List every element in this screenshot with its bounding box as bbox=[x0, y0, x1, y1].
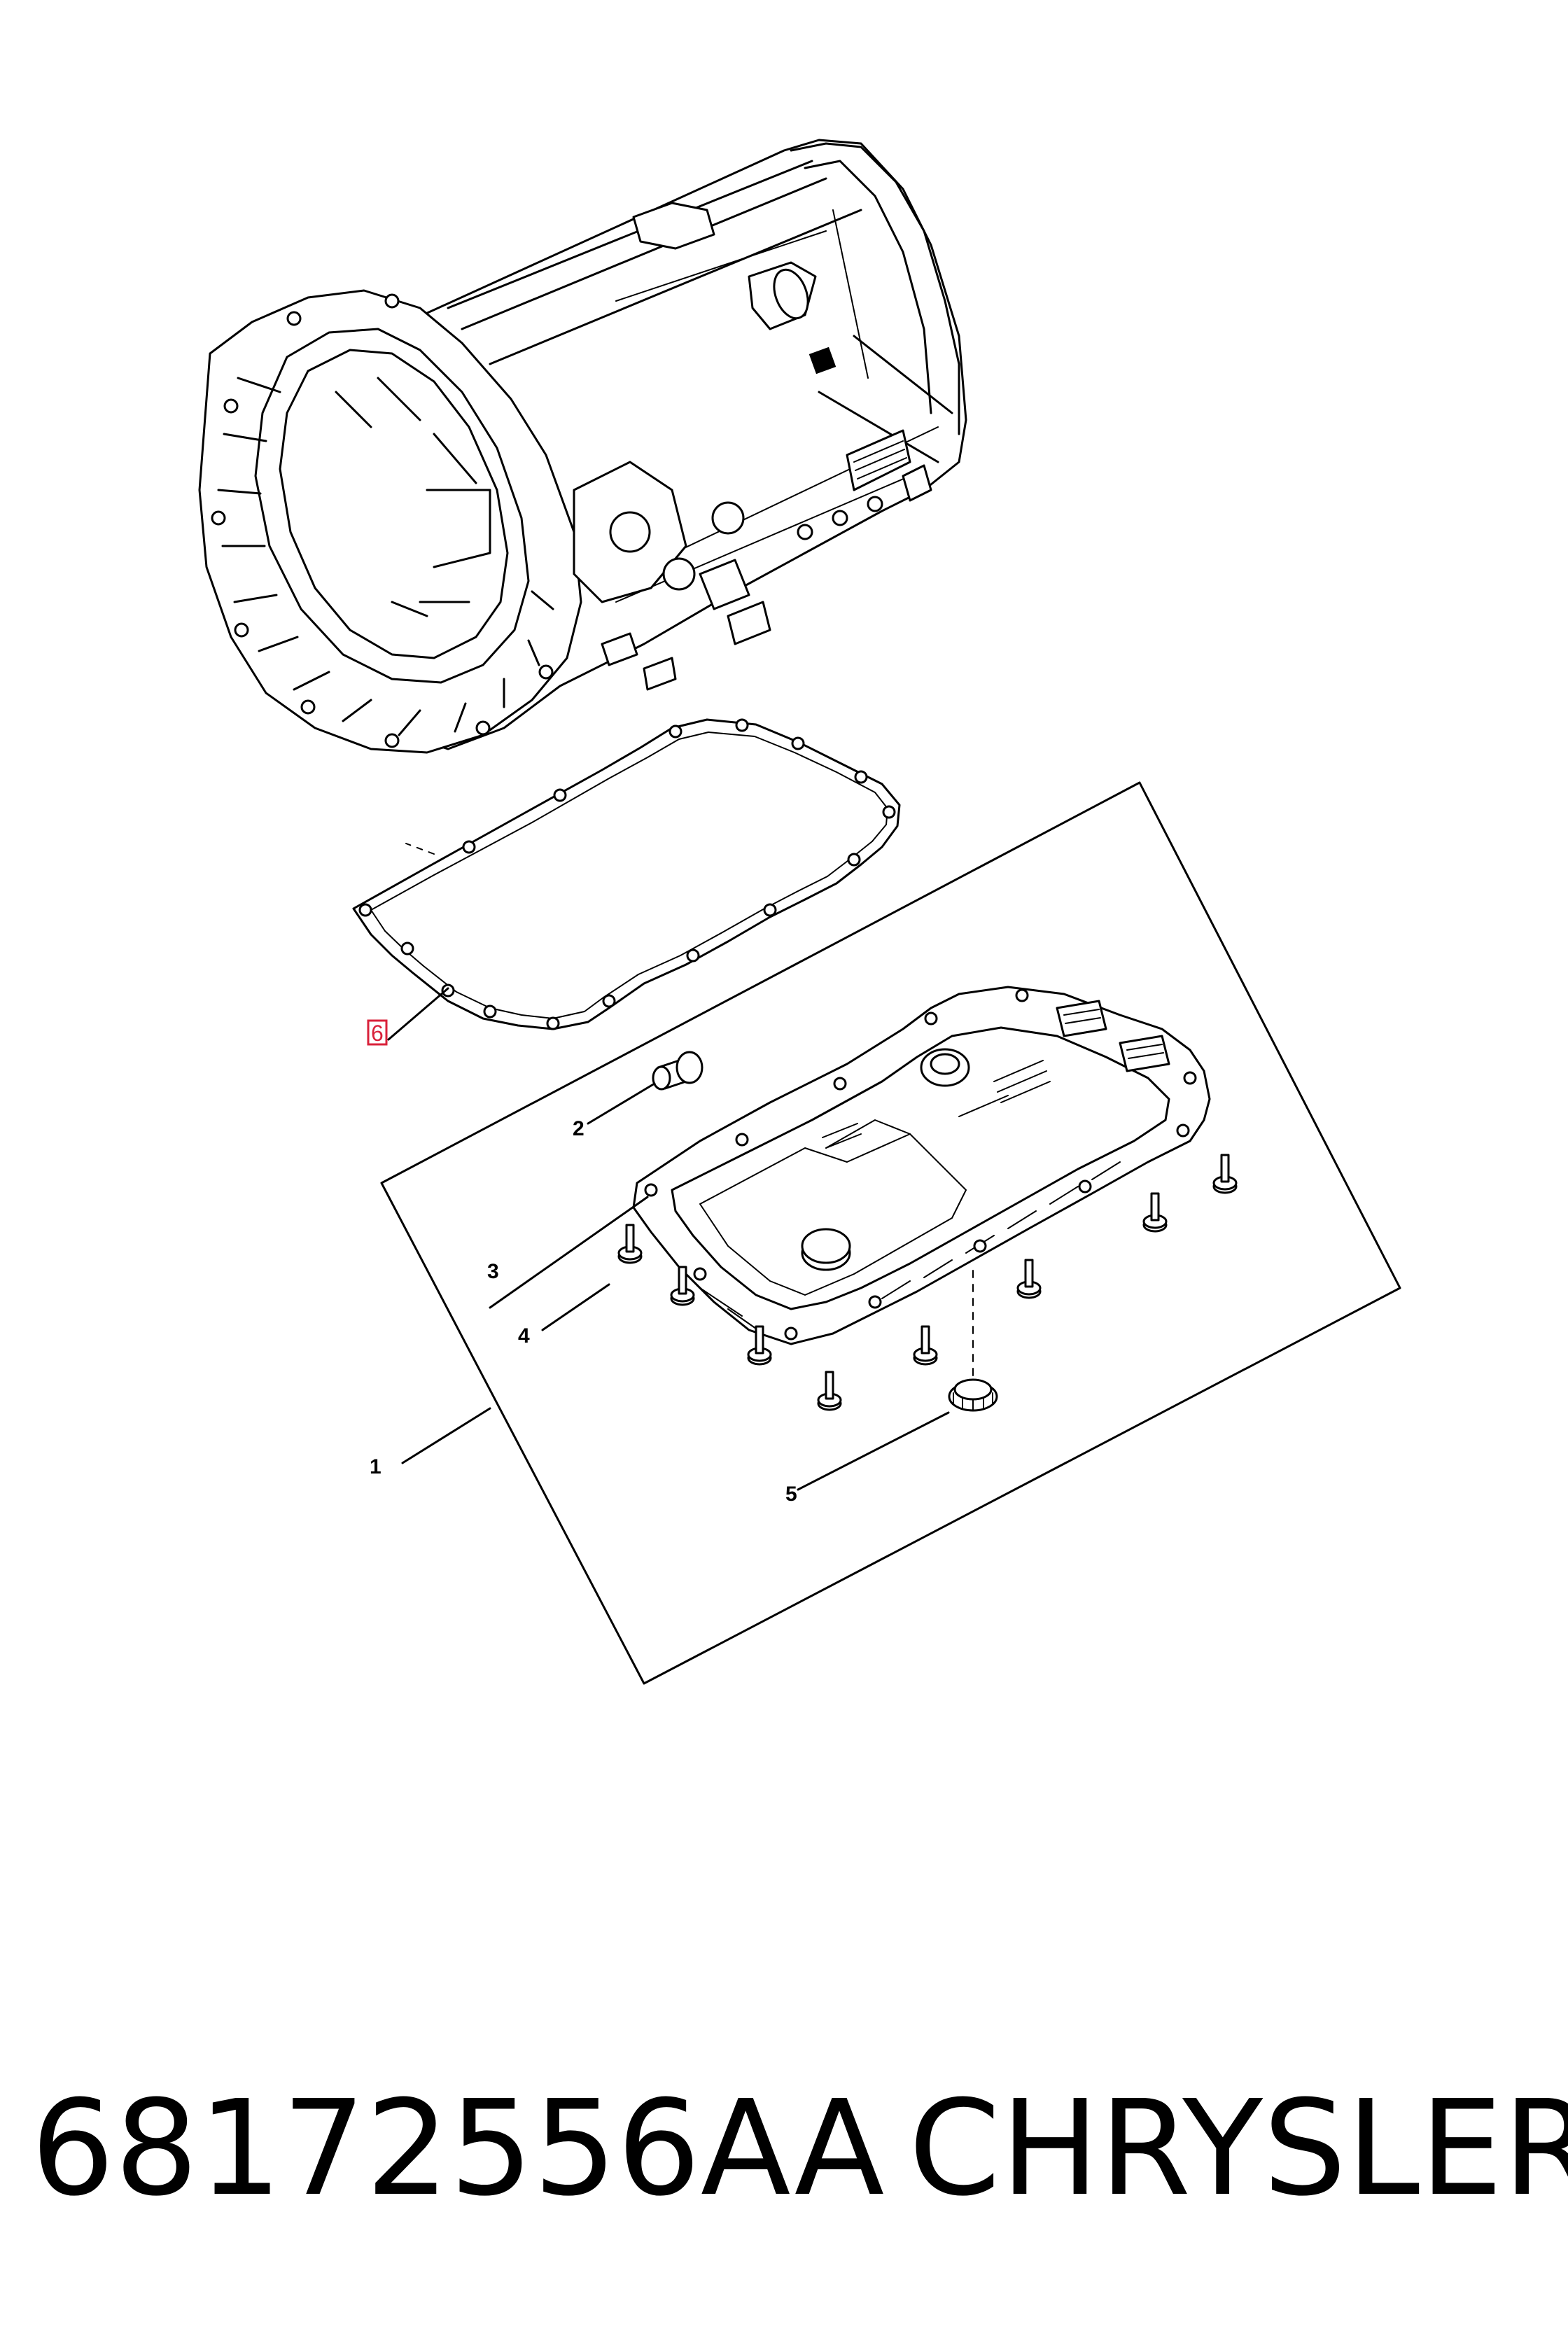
kit-box bbox=[380, 781, 1401, 1685]
callout-labels: 1 2 3 4 5 6 bbox=[367, 1019, 797, 1506]
callout-5: 5 bbox=[785, 1483, 797, 1506]
oil-pan bbox=[632, 986, 1211, 1376]
bolt-7 bbox=[1142, 1192, 1168, 1233]
pan-bolts bbox=[617, 1154, 1238, 1411]
bolt-4 bbox=[817, 1371, 842, 1411]
bolt-2 bbox=[670, 1266, 695, 1306]
transmission-housing bbox=[198, 139, 967, 754]
drain-plug bbox=[948, 1378, 998, 1412]
leader-lines bbox=[387, 987, 950, 1491]
callout-1: 1 bbox=[370, 1455, 382, 1478]
part-number: 68172556AA bbox=[31, 2072, 885, 2225]
callout-2: 2 bbox=[573, 1117, 584, 1140]
bolt-3 bbox=[747, 1325, 772, 1366]
brand-name: CHRYSLER bbox=[909, 2072, 1568, 2225]
callout-6: 6 bbox=[371, 1021, 384, 1046]
bolt-5 bbox=[913, 1325, 938, 1366]
bolt-8 bbox=[1212, 1154, 1238, 1194]
callout-4: 4 bbox=[518, 1324, 530, 1348]
bolt-1 bbox=[617, 1224, 643, 1264]
pan-gasket bbox=[352, 718, 901, 1030]
bolt-6 bbox=[1016, 1259, 1042, 1299]
callout-6-highlight-box bbox=[367, 1019, 388, 1046]
callout-3: 3 bbox=[487, 1260, 499, 1283]
fill-plug bbox=[652, 1051, 704, 1091]
